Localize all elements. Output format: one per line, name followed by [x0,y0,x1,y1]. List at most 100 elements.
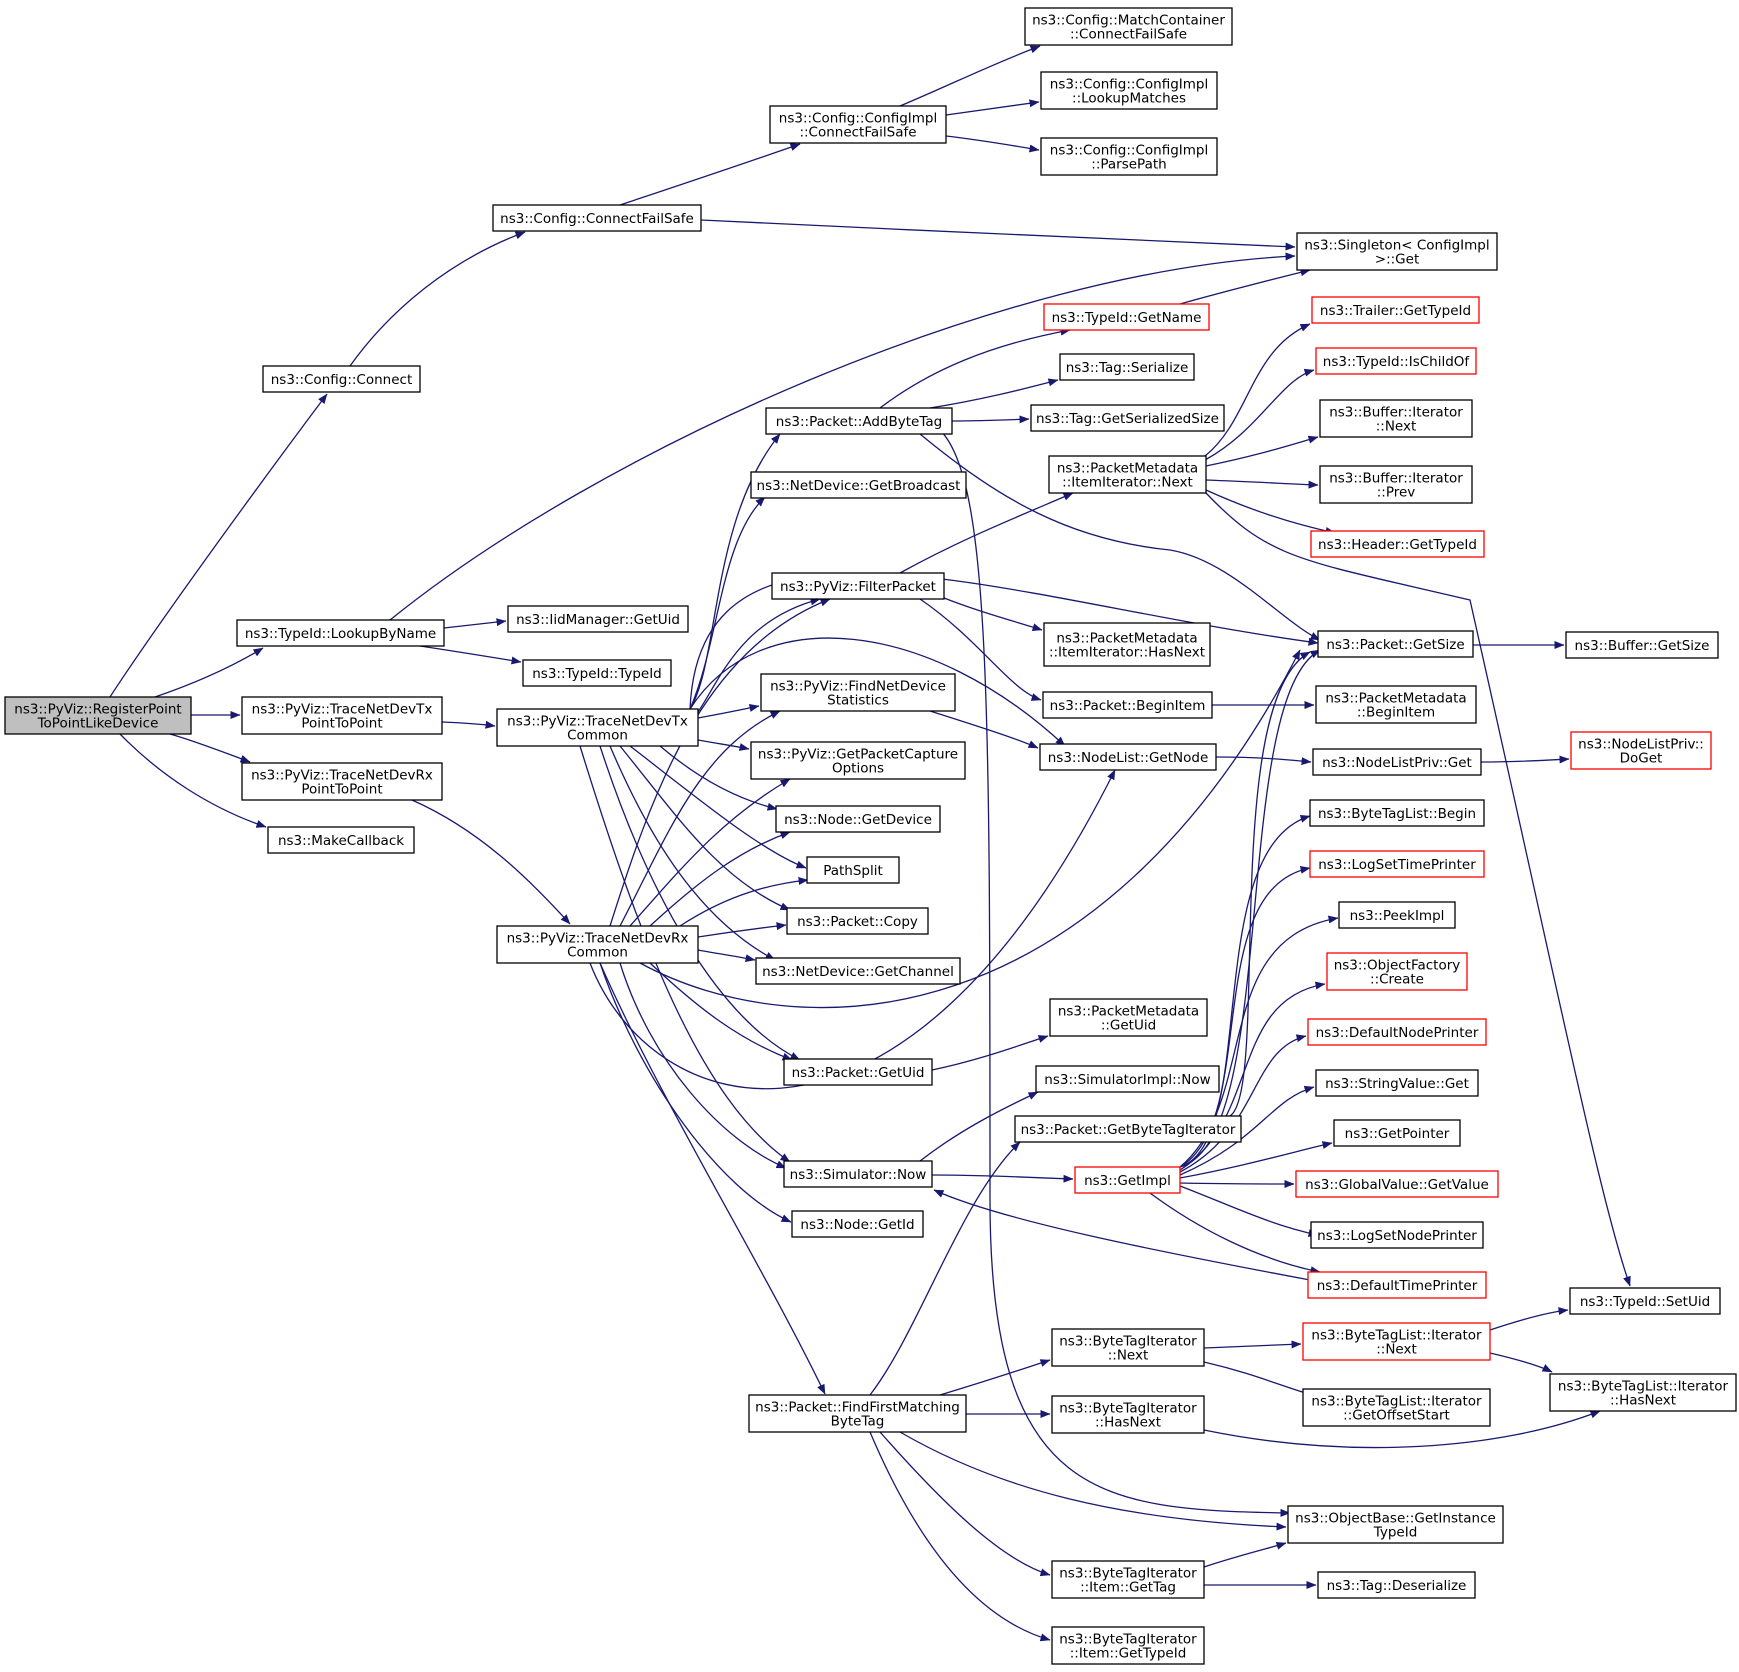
node-box [1024,7,1233,46]
node-nodeGetId[interactable]: ns3::Node::GetId [791,1210,924,1238]
node-simImplNow[interactable]: ns3::SimulatorImpl::Now [1035,1065,1220,1093]
node-lookupByName[interactable]: ns3::TypeId::LookupByName [236,619,445,647]
node-bufItNext[interactable]: ns3::Buffer::Iterator::Next [1319,399,1473,438]
node-btiNext[interactable]: ns3::ByteTagIterator::Next [1051,1328,1205,1367]
edge-addByteTag-to-packetGetSize [919,433,1321,641]
edge-lookupByName-to-iidGetUid [443,618,507,629]
node-logSetTimePrinter[interactable]: ns3::LogSetTimePrinter [1309,850,1485,878]
node-simNow[interactable]: ns3::Simulator::Now [783,1160,933,1188]
node-peekImpl[interactable]: ns3::PeekImpl [1338,901,1456,929]
node-root[interactable]: ns3::PyViz::RegisterPointToPointLikeDevi… [4,696,192,735]
node-cfgConnectFailSafe[interactable]: ns3::Config::ConnectFailSafe [492,204,702,232]
edge-cfgConnectFailSafe-to-cfgImplConnectFailSafe [619,143,801,206]
edge-traceTxCommon-to-nodeGetDevice [659,745,778,811]
node-makeCallback[interactable]: ns3::MakeCallback [267,826,415,854]
node-lookupMatches[interactable]: ns3::Config::ConfigImpl::LookupMatches [1040,71,1218,110]
node-trailerGetTypeId[interactable]: ns3::Trailer::GetTypeId [1311,296,1480,324]
node-tagSerialize[interactable]: ns3::Tag::Serialize [1059,353,1195,381]
node-label: ns3::SimulatorImpl::Now [1044,1072,1210,1088]
node-box [1287,1505,1504,1544]
node-label: ns3::TypeId::SetUid [1580,1294,1710,1310]
node-label: ns3::Packet::GetSize [1326,637,1464,653]
node-addByteTag[interactable]: ns3::Packet::AddByteTag [765,407,953,435]
node-label: ns3::Config::Connect [271,372,413,388]
node-box [1043,622,1211,667]
edge-getByteTagIter-to-packetGetSize [1229,651,1311,1117]
node-objFactoryCreate[interactable]: ns3::ObjectFactory::Create [1326,952,1468,991]
node-btlItHasNext[interactable]: ns3::ByteTagList::Iterator::HasNext [1549,1373,1737,1412]
node-pathSplit[interactable]: PathSplit [806,856,900,884]
node-matchContainer[interactable]: ns3::Config::MatchContainer::ConnectFail… [1024,7,1233,46]
node-bufferGetSize[interactable]: ns3::Buffer::GetSize [1565,631,1719,659]
node-box [750,741,966,780]
node-nlpGet[interactable]: ns3::NodeListPriv::Get [1312,748,1482,776]
node-iidGetUid[interactable]: ns3::IidManager::GetUid [507,605,689,633]
node-globalValueGetValue[interactable]: ns3::GlobalValue::GetValue [1295,1170,1499,1198]
node-pmItHasNext[interactable]: ns3::PacketMetadata::ItemIterator::HasNe… [1043,622,1211,667]
node-label: ns3::Buffer::Iterator [1329,405,1463,421]
node-packetGetSize[interactable]: ns3::Packet::GetSize [1317,630,1474,658]
node-box [1565,631,1719,659]
node-box [748,1394,967,1433]
node-btlBegin[interactable]: ns3::ByteTagList::Begin [1309,799,1485,827]
node-btlItOffsetStart[interactable]: ns3::ByteTagList::Iterator::GetOffsetSta… [1302,1388,1491,1427]
node-box [1326,952,1468,991]
node-btiHasNext[interactable]: ns3::ByteTagIterator::HasNext [1051,1395,1205,1434]
edge-getImpl-to-defaultNodePrinter [1179,1034,1307,1173]
edge-getImpl-to-globalValueGetValue [1179,1179,1295,1188]
node-nodeGetDevice[interactable]: ns3::Node::GetDevice [775,805,941,833]
node-getChannel[interactable]: ns3::NetDevice::GetChannel [755,957,961,985]
node-label: Statistics [827,693,889,709]
node-btiGetTag[interactable]: ns3::ByteTagIterator::Item::GetTag [1051,1560,1205,1599]
node-stringValueGet[interactable]: ns3::StringValue::Get [1315,1069,1479,1097]
node-label: >::Get [1375,252,1419,268]
node-packetBeginItem[interactable]: ns3::Packet::BeginItem [1042,691,1213,719]
node-logSetNodePrinter[interactable]: ns3::LogSetNodePrinter [1310,1221,1484,1249]
node-getImpl[interactable]: ns3::GetImpl [1074,1166,1181,1194]
edge-root-to-traceRxP2P [169,733,251,763]
node-pmBeginItem[interactable]: ns3::PacketMetadata::BeginItem [1315,685,1477,724]
node-cfgConnect[interactable]: ns3::Config::Connect [262,365,421,393]
edge-cfgImplConnectFailSafe-to-parsePath [945,135,1040,153]
node-box [267,826,415,854]
node-btlItNext[interactable]: ns3::ByteTagList::Iterator::Next [1302,1322,1491,1361]
node-pmGetUid[interactable]: ns3::PacketMetadata::GetUid [1049,998,1208,1037]
node-filterPacket[interactable]: ns3::PyViz::FilterPacket [771,572,945,600]
node-parsePath[interactable]: ns3::Config::ConfigImpl::ParsePath [1040,137,1218,176]
node-tagDeserialize[interactable]: ns3::Tag::Deserialize [1317,1571,1476,1599]
node-nodeListGetNode[interactable]: ns3::NodeList::GetNode [1039,743,1217,771]
edge-cfgConnect-to-cfgConnectFailSafe [349,231,526,367]
node-nlpDoGet[interactable]: ns3::NodeListPriv::DoGet [1570,731,1712,770]
node-getByteTagIter[interactable]: ns3::Packet::GetByteTagIterator [1014,1115,1242,1143]
node-label: ns3::Buffer::Iterator [1329,471,1463,487]
node-bufItPrev[interactable]: ns3::Buffer::Iterator::Prev [1319,465,1473,504]
node-label: ::Next [1376,1342,1417,1358]
node-getBroadcast[interactable]: ns3::NetDevice::GetBroadcast [750,471,967,499]
node-packetCopy[interactable]: ns3::Packet::Copy [786,907,929,935]
node-setUid[interactable]: ns3::TypeId::SetUid [1569,1287,1721,1315]
node-tagSerSize[interactable]: ns3::Tag::GetSerializedSize [1030,404,1225,432]
node-singletonGet[interactable]: ns3::Singleton< ConfigImpl>::Get [1296,232,1498,271]
node-packetGetUid[interactable]: ns3::Packet::GetUid [783,1058,933,1086]
node-pmItNext[interactable]: ns3::PacketMetadata::ItemIterator::Next [1048,455,1207,494]
node-cfgImplConnectFailSafe[interactable]: ns3::Config::ConfigImpl::ConnectFailSafe [769,105,947,144]
node-typeIdCtor[interactable]: ns3::TypeId::TypeId [522,659,672,687]
node-defaultNodePrinter[interactable]: ns3::DefaultNodePrinter [1307,1018,1487,1046]
node-defaultTimePrinter[interactable]: ns3::DefaultTimePrinter [1307,1271,1487,1299]
node-typeIdGetName[interactable]: ns3::TypeId::GetName [1043,303,1210,331]
node-headerGetTypeId[interactable]: ns3::Header::GetTypeId [1310,530,1485,558]
node-box [1338,901,1456,929]
node-label: ToPointLikeDevice [37,716,159,732]
edge-defaultTimePrinter-to-simNow [933,1189,1311,1281]
node-getPointer[interactable]: ns3::GetPointer [1333,1119,1461,1147]
node-isChildOf[interactable]: ns3::TypeId::IsChildOf [1315,347,1477,375]
node-btiGetTypeId[interactable]: ns3::ByteTagIterator::Item::GetTypeId [1051,1626,1205,1665]
